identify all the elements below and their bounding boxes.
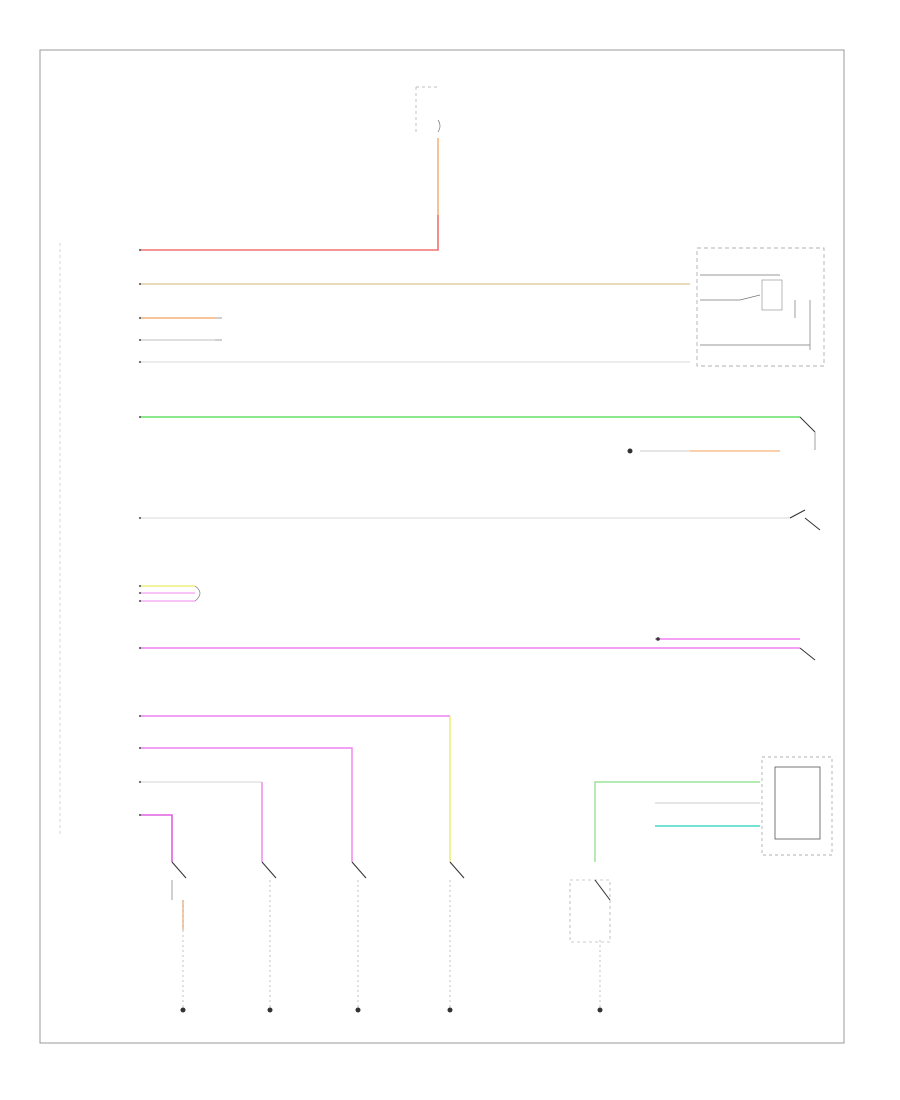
belt-sensor-switch (569, 879, 611, 1013)
belt-switch (627, 416, 816, 454)
door-switch-1 (171, 861, 187, 1013)
door-switch-2 (261, 861, 277, 1013)
fuse-top (415, 86, 441, 133)
connector-pins (138, 248, 142, 817)
wire-magenta-left (140, 814, 173, 862)
ignition-switch (789, 509, 821, 531)
wire-red-power (140, 215, 439, 251)
door-switch-4 (447, 861, 465, 1013)
pink-switch (656, 637, 816, 661)
diagram-border (39, 49, 845, 1044)
door-switch-3 (351, 861, 367, 1013)
arrow-connectors (194, 317, 222, 602)
wire-green-module (594, 781, 760, 862)
wire-pink-mid (140, 747, 353, 862)
headlamp-switch (696, 247, 825, 367)
lower-module (761, 756, 833, 856)
